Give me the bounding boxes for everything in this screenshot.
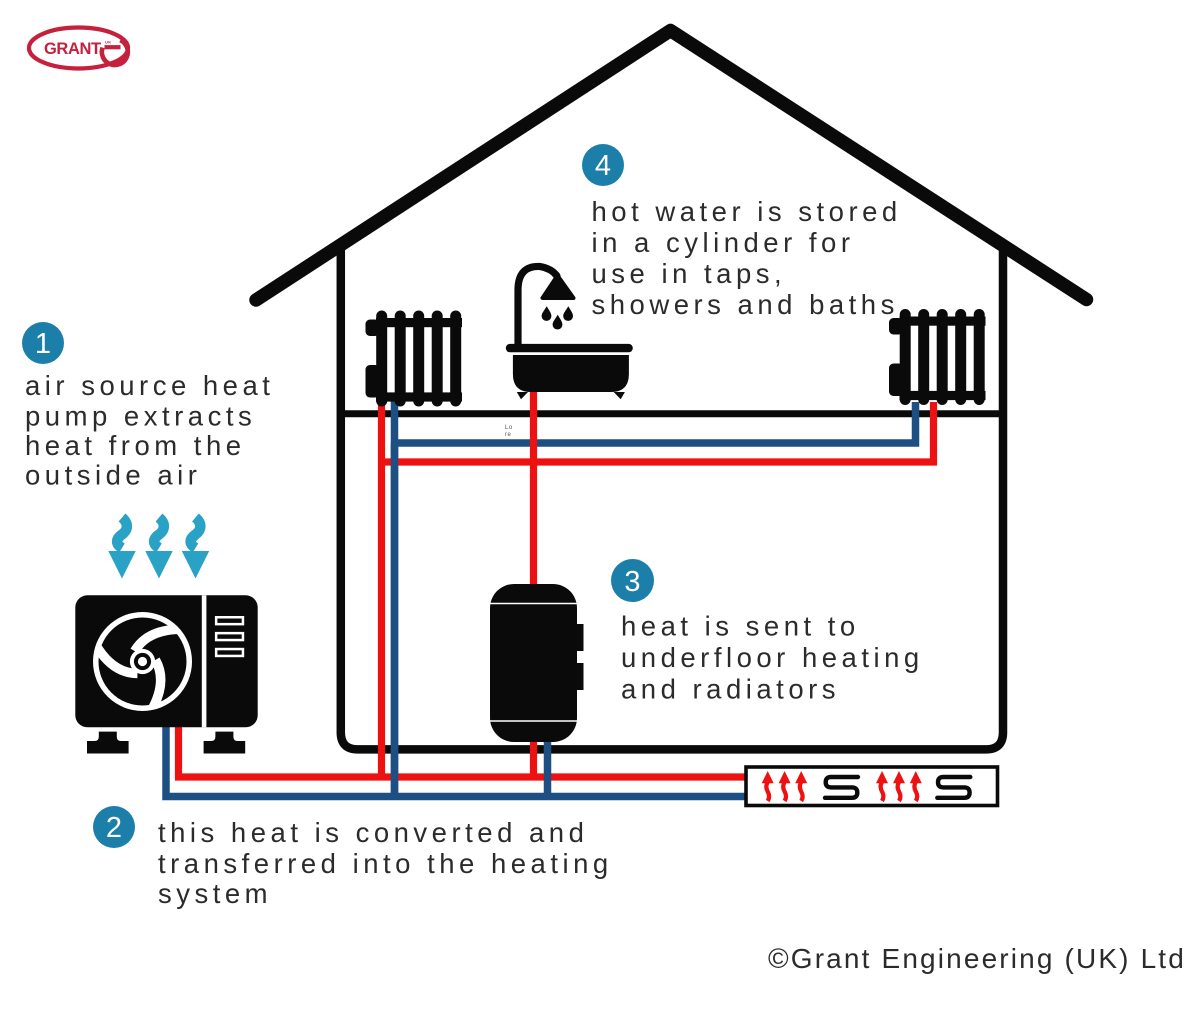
svg-text:2: 2 [106, 812, 122, 844]
svg-text:3: 3 [624, 566, 640, 598]
svg-text:use in taps,: use in taps, [592, 258, 787, 289]
svg-text:showers and baths: showers and baths [592, 289, 899, 320]
svg-text:heat from the: heat from the [25, 430, 246, 461]
svg-text:air source heat: air source heat [25, 370, 274, 401]
svg-text:outside air: outside air [25, 460, 201, 491]
svg-text:©Grant Engineering (UK) Ltd: ©Grant Engineering (UK) Ltd [768, 943, 1186, 974]
svg-text:this heat is converted and: this heat is converted and [158, 817, 588, 848]
svg-text:re: re [505, 432, 511, 438]
svg-text:transferred into the heating: transferred into the heating [158, 848, 613, 879]
svg-text:underfloor heating: underfloor heating [621, 642, 924, 673]
svg-text:Lo: Lo [505, 425, 513, 431]
svg-text:heat is sent to: heat is sent to [621, 611, 860, 642]
svg-text:4: 4 [595, 150, 611, 182]
svg-text:1: 1 [35, 328, 51, 360]
svg-text:hot water is stored: hot water is stored [592, 196, 902, 227]
svg-text:pump extracts: pump extracts [25, 400, 256, 431]
svg-text:and radiators: and radiators [621, 674, 840, 705]
svg-text:UK: UK [105, 40, 111, 45]
svg-text:in a cylinder for: in a cylinder for [592, 227, 855, 258]
svg-text:GRANT: GRANT [44, 40, 101, 58]
svg-text:system: system [158, 878, 272, 909]
